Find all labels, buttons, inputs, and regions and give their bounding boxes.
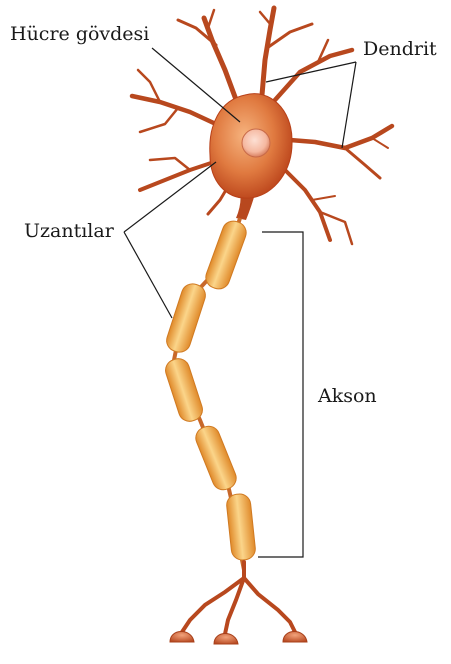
myelin-segment bbox=[163, 356, 206, 424]
dendrite-branch bbox=[204, 18, 238, 105]
dendrite-branch bbox=[267, 24, 312, 48]
axon-bracket bbox=[258, 232, 303, 557]
myelin-sheath bbox=[163, 218, 257, 561]
synaptic-knob bbox=[214, 634, 238, 645]
dendrite-branch bbox=[312, 196, 335, 200]
dendrite-branch bbox=[372, 138, 388, 148]
axon-terminals bbox=[182, 562, 295, 634]
label-processes: Uzantılar bbox=[24, 222, 114, 241]
processes-leader-upper bbox=[124, 162, 216, 232]
label-axon: Akson bbox=[318, 387, 377, 406]
terminal-branch bbox=[244, 578, 295, 632]
myelin-segment bbox=[164, 281, 208, 355]
synaptic-knob bbox=[283, 632, 307, 643]
dendrite-branch bbox=[275, 50, 352, 100]
dendrite-branch bbox=[140, 108, 178, 132]
dendrite-branch bbox=[290, 126, 392, 148]
dendrite-branch bbox=[208, 10, 214, 28]
label-dendrite: Dendrit bbox=[363, 40, 437, 59]
myelin-segment bbox=[193, 423, 240, 493]
synaptic-knob bbox=[170, 632, 194, 643]
processes-leader-lower bbox=[124, 232, 172, 318]
nucleus bbox=[242, 129, 270, 157]
dendrite-branch bbox=[345, 148, 380, 178]
label-cell-body: Hücre gövdesi bbox=[10, 25, 149, 44]
myelin-segment bbox=[226, 493, 257, 561]
myelin-segment bbox=[203, 218, 249, 292]
dendrite-leader-right bbox=[342, 62, 356, 148]
dendrite-branch bbox=[285, 170, 330, 240]
cell-body-leader bbox=[152, 48, 240, 122]
dendrite-branch bbox=[260, 12, 271, 25]
synaptic-terminals bbox=[170, 632, 307, 645]
dendrite-branch bbox=[140, 160, 220, 190]
dendrite-branch bbox=[150, 158, 190, 170]
